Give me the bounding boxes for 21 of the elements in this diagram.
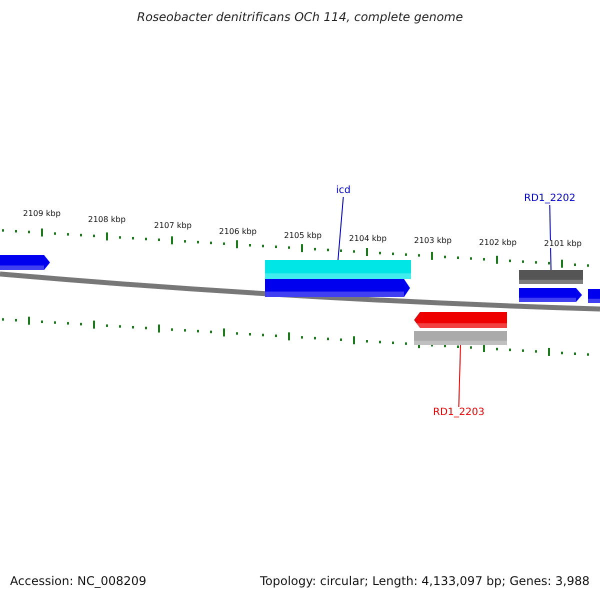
gene-label: icd [336, 186, 351, 196]
scale-label: 2105 kbp [284, 232, 322, 240]
title: Roseobacter denitrificans OCh 114, complete genome [136, 11, 464, 23]
gene-label: RD1_2202 [524, 194, 576, 204]
scale-label: 2107 kbp [154, 222, 192, 230]
scale-label: 2102 kbp [479, 239, 517, 247]
leader-line [458, 344, 461, 408]
genome-info-text: Topology: circular; Length: 4,133,097 bp; Genes: 3,988 [260, 575, 590, 587]
scale-label: 2109 kbp [23, 210, 61, 218]
leader-line [338, 196, 344, 260]
scale-label: 2103 kbp [414, 237, 452, 245]
scale-label: 2108 kbp [88, 216, 126, 224]
gene-label: RD1_2203 [433, 408, 484, 418]
scale-label: 2101 kbp [544, 240, 582, 248]
scale-label: 2104 kbp [349, 235, 387, 243]
feature-bar [414, 331, 507, 345]
leader-line [549, 204, 552, 270]
accession-text: Accession: NC_008209 [10, 575, 146, 587]
scale-label: 2106 kbp [219, 228, 257, 236]
feature-bar [519, 270, 583, 284]
feature-bar [265, 260, 411, 279]
